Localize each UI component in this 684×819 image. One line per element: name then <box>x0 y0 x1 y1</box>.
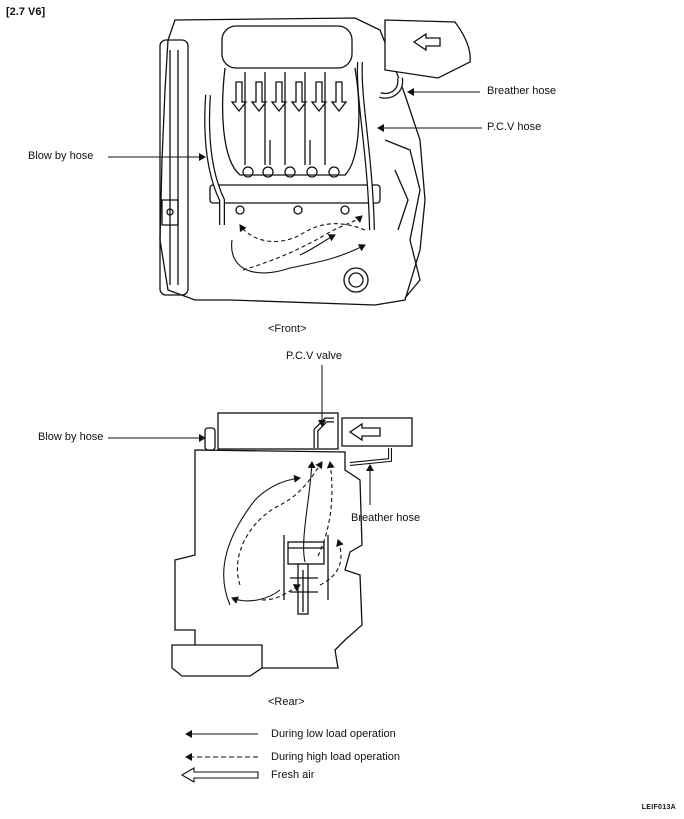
front-air-intake-duct <box>384 19 471 79</box>
rear-high-load-path-2 <box>261 584 301 601</box>
legend-fresh-air-label: Fresh air <box>271 769 315 781</box>
front-high-load-path-2 <box>242 215 363 271</box>
rear-high-load-path-3 <box>317 461 335 557</box>
rear-oil-pan <box>171 644 263 677</box>
front-intake-flow-arrows <box>230 81 348 113</box>
rear-low-load-path-1 <box>223 474 301 606</box>
front-fresh-air-arrow <box>412 32 441 52</box>
front-engine-view <box>159 17 471 306</box>
front-surge-tank <box>221 25 353 69</box>
front-timing-cover <box>159 39 189 296</box>
front-blow-by-hose-label: Blow by hose <box>28 150 94 162</box>
rear-engine-block <box>174 449 363 669</box>
front-flow-arrows <box>231 215 366 274</box>
figure-code: LEIF013A <box>641 804 676 811</box>
legend-symbols <box>180 730 259 783</box>
diagram-header: [2.7 V6] <box>6 6 46 18</box>
legend-high-load-label: During high load operation <box>271 751 401 763</box>
rear-low-load-path-2 <box>231 589 281 604</box>
rear-piston <box>287 541 325 615</box>
front-high-load-path-1 <box>239 223 366 243</box>
rear-blow-by-hose-label: Blow by hose <box>38 431 104 443</box>
rear-flow-arrows <box>223 461 344 606</box>
rear-intake-plenum <box>217 412 339 450</box>
rear-engine-view <box>171 412 413 677</box>
front-pcv-hose-label: P.C.V hose <box>487 121 542 133</box>
front-oil-filler-cap <box>343 267 369 293</box>
legend-hollow-arrow <box>180 767 259 783</box>
rear-breather-hose-label: Breather hose <box>351 512 421 524</box>
rear-pcv-valve-label: P.C.V valve <box>286 350 343 362</box>
rear-fresh-air-arrow <box>348 422 381 442</box>
rear-blow-by-hose <box>204 427 216 451</box>
rear-high-load-path-4 <box>319 539 344 586</box>
front-injectors <box>242 140 340 178</box>
front-breather-hose-label: Breather hose <box>487 85 557 97</box>
rear-caption: <Rear> <box>268 696 305 708</box>
front-leader-lines <box>108 88 482 161</box>
legend-low-load-label: During low load operation <box>271 728 396 740</box>
front-caption: <Front> <box>268 323 307 335</box>
rear-low-load-path-3 <box>303 461 316 563</box>
rear-leader-lines <box>108 365 374 505</box>
front-low-load-path <box>231 239 366 274</box>
front-intake-runners <box>222 67 360 176</box>
rear-high-load-path-1 <box>236 461 323 586</box>
